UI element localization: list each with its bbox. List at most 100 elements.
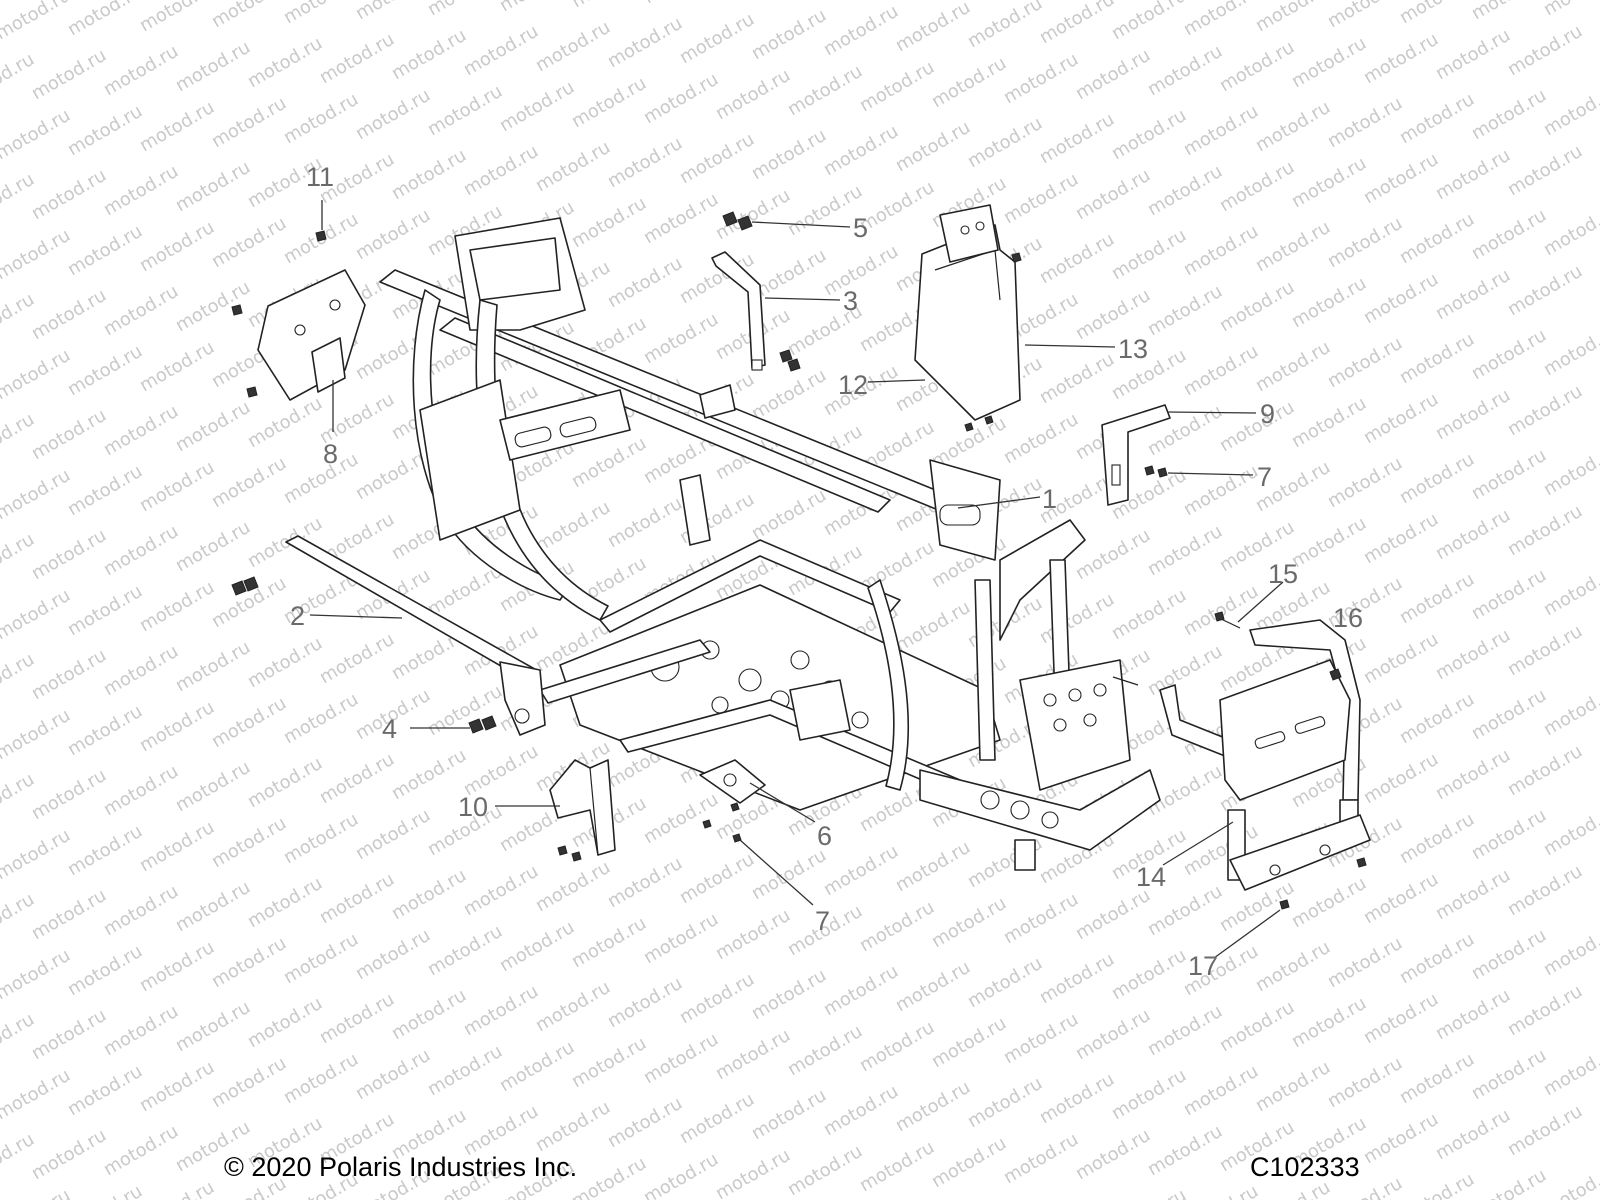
watermark-text: motod.ru [748,1085,830,1144]
watermark-text: motod.ru [640,789,722,848]
watermark-text: motod.ru [1504,621,1586,680]
watermark-text: motod.ru [1144,521,1226,580]
watermark-text: motod.ru [568,913,650,972]
watermark-text: motod.ru [1180,101,1262,160]
watermark-text: motod.ru [244,873,326,932]
watermark-text: motod.ru [1108,0,1190,44]
watermark-text: motod.ru [1468,445,1550,504]
watermark-text: motod.ru [856,1017,938,1076]
bolts-5 [722,211,801,372]
watermark-text: motod.ru [712,905,794,964]
watermark-text: motod.ru [1216,277,1298,336]
watermark-text: motod.ru [352,805,434,864]
watermark-text: motod.ru [28,285,110,344]
watermark-text: motod.ru [1468,1045,1550,1104]
watermark-text: motod.ru [28,525,110,584]
watermark-text: motod.ru [496,0,578,16]
watermark-text: motod.ru [1180,341,1262,400]
watermark-text: motod.ru [532,497,614,556]
watermark-text: motod.ru [0,1129,38,1188]
watermark-text: motod.ru [352,205,434,264]
callout-1: 1 [1042,484,1057,514]
watermark-text: motod.ru [1432,25,1514,84]
watermark-text: motod.ru [0,409,38,468]
watermark-text: motod.ru [1540,321,1600,380]
watermark-text: motod.ru [1000,1009,1082,1068]
watermark-text: motod.ru [136,337,218,396]
watermark-text: motod.ru [0,225,74,284]
rear-rack-14 [1159,619,1371,891]
watermark-text: motod.ru [1252,937,1334,996]
watermark-text: motod.ru [1180,1061,1262,1120]
watermark-text: motod.ru [1252,217,1334,276]
watermark-text: motod.ru [1036,229,1118,288]
watermark-text: motod.ru [208,1053,290,1112]
watermark-text: motod.ru [1036,589,1118,648]
watermark-text: motod.ru [1540,921,1600,980]
watermark-text: motod.ru [460,21,542,80]
watermark-text: motod.ru [280,449,362,508]
watermark-text: motod.ru [820,841,902,900]
watermark-text: motod.ru [424,921,506,980]
watermark-text: motod.ru [136,1177,218,1200]
watermark-text: motod.ru [208,693,290,752]
watermark-text: motod.ru [856,177,938,236]
watermark-text: motod.ru [424,1041,506,1100]
watermark-text: motod.ru [712,185,794,244]
watermark-text: motod.ru [532,137,614,196]
watermark-text: motod.ru [1540,1041,1600,1100]
watermark-text: motod.ru [1288,393,1370,452]
watermark-text: motod.ru [748,485,830,544]
watermark-text: motod.ru [1432,505,1514,564]
watermark-text: motod.ru [1036,1069,1118,1128]
watermark-text: motod.ru [64,1181,146,1200]
watermark-text: motod.ru [1396,1169,1478,1200]
watermark-text: motod.ru [928,1133,1010,1192]
callout-labels: 1 2 3 4 5 6 7 7 8 9 10 11 12 13 14 15 16… [290,162,1363,981]
watermark-text: motod.ru [244,393,326,452]
watermark-text: motod.ru [1288,273,1370,332]
watermark-text: motod.ru [64,461,146,520]
watermark-text: motod.ru [1396,329,1478,388]
watermark-text: motod.ru [244,753,326,812]
watermark-text: motod.ru [100,41,182,100]
watermark-text: motod.ru [1396,809,1478,868]
watermark-text: motod.ru [1288,33,1370,92]
watermark-text: motod.ru [1288,153,1370,212]
callout-14: 14 [1136,862,1166,892]
watermark-text: motod.ru [316,749,398,808]
watermark-text: motod.ru [280,929,362,988]
bolts-4 [231,576,497,734]
watermark-text: motod.ru [1504,141,1586,200]
watermark-text: motod.ru [1108,1185,1190,1200]
callout-11: 11 [306,162,334,192]
watermark-text: motod.ru [1216,997,1298,1056]
watermark-text: motod.ru [1396,689,1478,748]
watermark-text: motod.ru [676,849,758,908]
watermark-text: motod.ru [1000,409,1082,468]
watermark-text: motod.ru [1504,501,1586,560]
watermark-text: motod.ru [928,893,1010,952]
watermark-text: motod.ru [208,93,290,152]
watermark-text: motod.ru [136,697,218,756]
watermark-text: motod.ru [1000,169,1082,228]
watermark-text: motod.ru [0,889,38,948]
watermark-text: motod.ru [676,1089,758,1148]
watermark-text: motod.ru [64,1061,146,1120]
watermark-text: motod.ru [136,217,218,276]
watermark-text: motod.ru [532,857,614,916]
watermark-text: motod.ru [1360,269,1442,328]
callout-17: 17 [1188,951,1218,981]
arm-bracket-3 [711,251,766,371]
watermark-text: motod.ru [496,1037,578,1096]
watermark-text: motod.ru [1360,29,1442,88]
watermark-text: motod.ru [100,881,182,940]
watermark-text: motod.ru [352,1045,434,1104]
watermark-text: motod.ru [892,837,974,896]
watermark-text: motod.ru [28,1125,110,1184]
watermark-text: motod.ru [1036,109,1118,168]
watermark-text: motod.ru [604,13,686,72]
watermark-text: motod.ru [0,1009,38,1068]
bolts-13 [964,252,1022,432]
